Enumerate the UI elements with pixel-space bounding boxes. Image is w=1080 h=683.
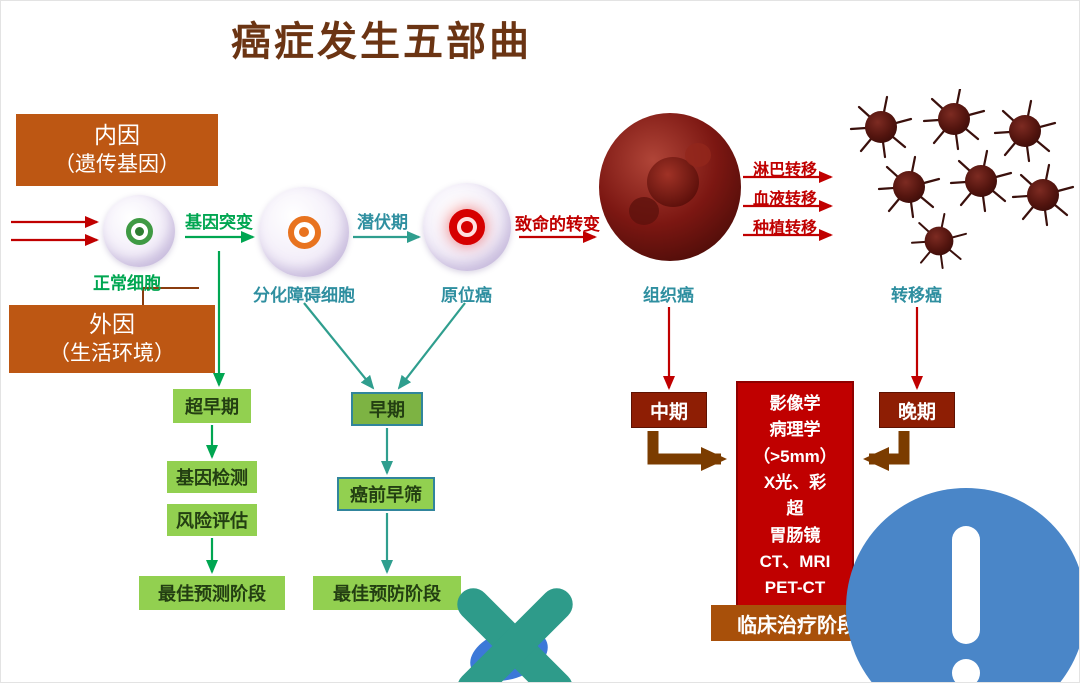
in-situ-cell-nucleus xyxy=(449,209,485,245)
ultra-early-stage-box: 超早期 xyxy=(173,389,251,423)
diagnostic-line: CT、MRI xyxy=(759,552,831,572)
impaired-cell-label: 分化障碍细胞 xyxy=(253,286,355,305)
normal-cell-label: 正常细胞 xyxy=(93,274,161,293)
lymph-metastasis-label: 淋巴转移 xyxy=(753,162,818,179)
diagnostic-line: PET-CT xyxy=(764,578,826,598)
tissue-cancer-label: 组织癌 xyxy=(643,286,694,305)
late-stage-box: 晚期 xyxy=(879,392,955,428)
diagnostics-panel: 影像学 病理学 （>5mm） X光、彩 超 胃肠镜 CT、MRI PET-CT xyxy=(736,381,854,611)
implant-metastasis-label: 种植转移 xyxy=(753,220,818,237)
early-stage-box: 早期 xyxy=(351,392,423,426)
external-cause-line1: 外因 xyxy=(89,311,135,338)
risk-assessment-box: 风险评估 xyxy=(167,504,257,536)
precancer-screening-box: 癌前早筛 xyxy=(337,477,435,511)
latency-label: 潜伏期 xyxy=(357,213,408,232)
in-situ-label: 原位癌 xyxy=(441,286,492,305)
diagnostic-line: 病理学 xyxy=(769,420,821,440)
impaired-cell-illustration xyxy=(259,187,349,277)
diagnostic-line: X光、彩 xyxy=(763,473,827,493)
in-situ-cell-illustration xyxy=(423,183,511,271)
exclamation-badge-icon xyxy=(846,488,1079,682)
gene-test-box: 基因检测 xyxy=(167,461,257,493)
metastatic-cells-illustration xyxy=(849,89,1075,269)
best-prediction-stage-box: 最佳预测阶段 xyxy=(139,576,285,610)
internal-cause-line1: 内因 xyxy=(94,122,140,149)
mutation-label: 基因突变 xyxy=(185,213,253,232)
impaired-cell-nucleus xyxy=(287,215,321,249)
normal-cell-nucleus xyxy=(125,217,153,245)
diagnostic-line: 胃肠镜 xyxy=(769,525,821,545)
tissue-cancer-illustration xyxy=(599,113,741,261)
blood-metastasis-label: 血液转移 xyxy=(753,191,818,208)
best-prevention-stage-box: 最佳预防阶段 xyxy=(313,576,461,610)
diagnostic-line: （>5mm） xyxy=(753,446,837,466)
internal-cause-box: 内因 （遗传基因） xyxy=(16,114,218,186)
middle-stage-box: 中期 xyxy=(631,392,707,428)
internal-cause-line2: （遗传基因） xyxy=(54,153,180,177)
metastatic-cancer-label: 转移癌 xyxy=(891,286,942,305)
diagnostic-line: 影像学 xyxy=(769,394,821,413)
external-cause-line2: （生活环境） xyxy=(49,342,175,366)
normal-cell-illustration xyxy=(103,195,175,267)
page-title: 癌症发生五部曲 xyxy=(231,20,532,64)
fatal-transition-label: 致命的转变 xyxy=(515,215,600,234)
external-cause-box: 外因 （生活环境） xyxy=(9,305,215,373)
diagnostic-line: 超 xyxy=(786,499,804,519)
